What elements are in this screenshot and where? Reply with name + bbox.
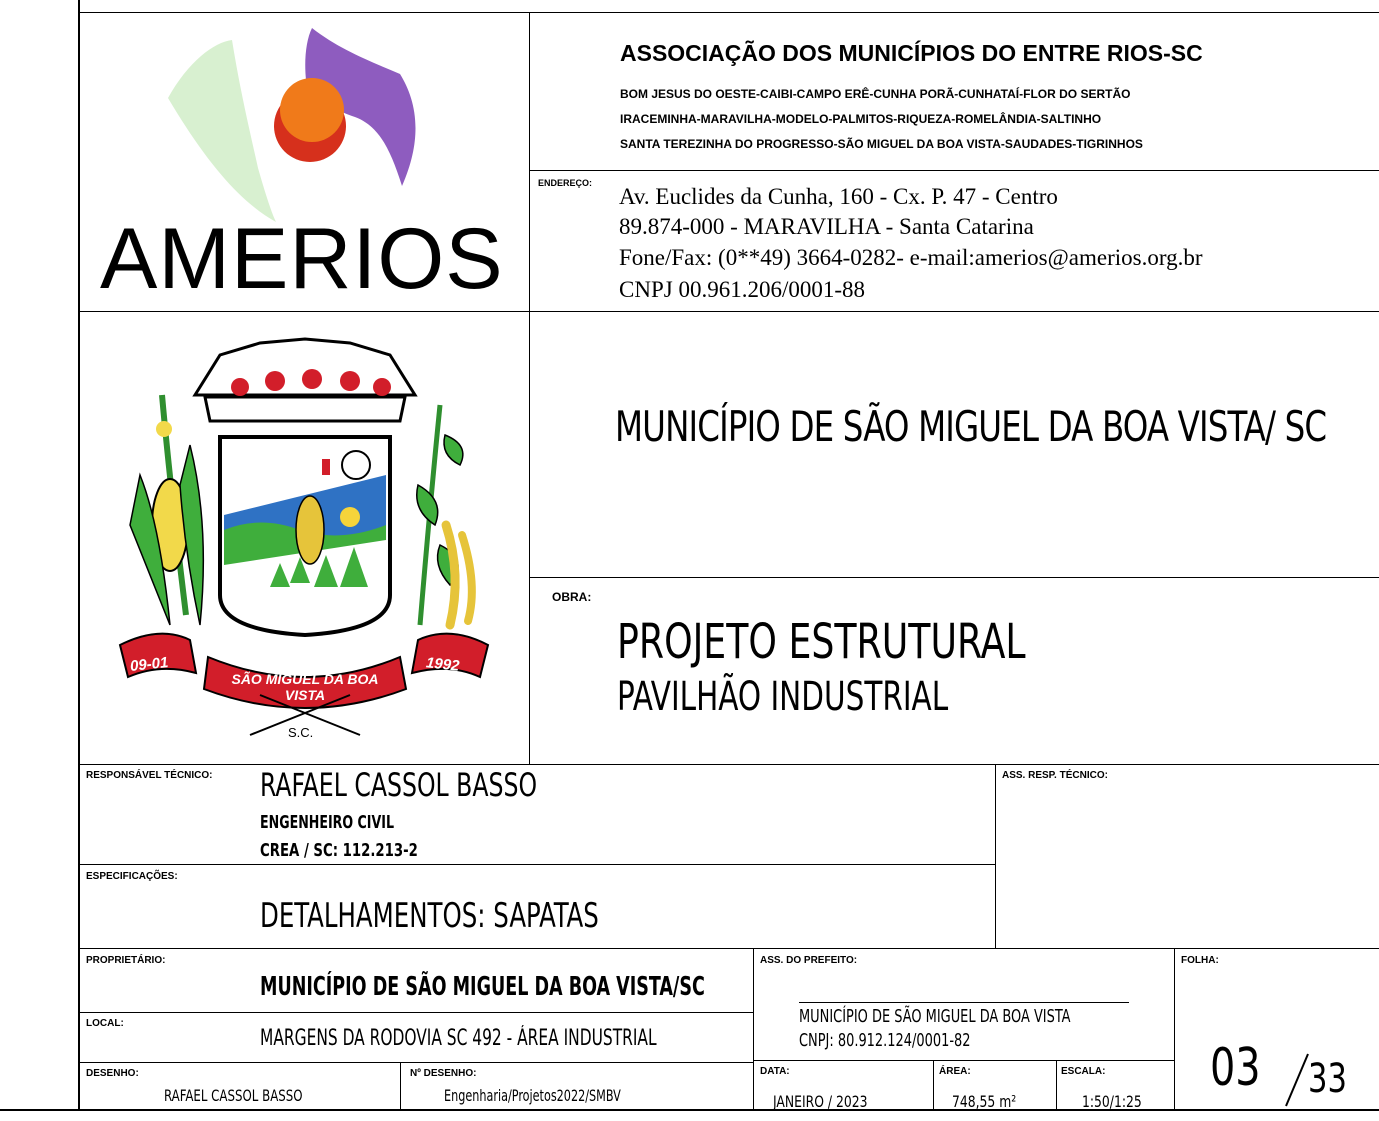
divider-v-escala — [1056, 1060, 1057, 1110]
divider-h-header — [78, 311, 1379, 312]
sheet-slash — [1282, 1050, 1312, 1114]
drawing-number-value: Engenharia/Projetos2022/SMBV — [444, 1086, 621, 1105]
divider-h-owner — [78, 948, 1379, 949]
sheet-label: FOLHA: — [1181, 955, 1219, 966]
members-line-3: SANTA TEREZINHA DO PROGRESSO-SÃO MIGUEL … — [620, 137, 1143, 151]
drawing-value: RAFAEL CASSOL BASSO — [164, 1086, 303, 1105]
address-line-3: Fone/Fax: (0**49) 3664-0282- e-mail:amer… — [619, 245, 1203, 270]
scale-label: ESCALA: — [1061, 1066, 1106, 1077]
address-line-2: 89.874-000 - MARAVILHA - Santa Catarina — [619, 214, 1034, 239]
location-label: LOCAL: — [86, 1018, 124, 1029]
divider-v-folha — [1174, 948, 1175, 1110]
date-label: DATA: — [760, 1066, 790, 1077]
owner-label: PROPRIETÁRIO: — [86, 955, 166, 966]
divider-v-top — [529, 12, 530, 764]
coat-of-arms-graphic — [118, 337, 490, 736]
drawing-label: DESENHO: — [86, 1068, 139, 1079]
responsible-crea: CREA / SC: 112.213-2 — [260, 840, 418, 861]
divider-h-spec — [78, 864, 995, 865]
area-label: ÁREA: — [939, 1066, 971, 1077]
address-line-4: CNPJ 00.961.206/0001-88 — [619, 277, 865, 302]
amerios-logo-text: AMERIOS — [100, 211, 504, 307]
frame-bottom-line — [0, 1109, 1379, 1111]
owner-value: MUNICÍPIO DE SÃO MIGUEL DA BOA VISTA/SC — [260, 972, 705, 1002]
responsible-profession: ENGENHEIRO CIVIL — [260, 812, 395, 833]
mayor-signature-line-2: CNPJ: 80.912.124/0001-82 — [799, 1030, 971, 1051]
responsible-label: RESPONSÁVEL TÉCNICO: — [86, 770, 213, 781]
project-subtitle: PAVILHÃO INDUSTRIAL — [617, 674, 949, 720]
divider-h-local — [78, 1012, 753, 1013]
sheet-total: 33 — [1308, 1056, 1347, 1102]
obra-label: OBRA: — [552, 590, 592, 604]
mayor-signature-label: ASS. DO PREFEITO: — [760, 955, 858, 966]
municipality-title: MUNICÍPIO DE SÃO MIGUEL DA BOA VISTA/ SC — [615, 402, 1327, 451]
scale-value: 1:50/1:25 — [1082, 1092, 1142, 1111]
specifications-label: ESPECIFICAÇÕES: — [86, 871, 178, 882]
coat-ribbon-center: SÃO MIGUEL DA BOA VISTA — [231, 671, 379, 703]
signature-resp-label: ASS. RESP. TÉCNICO: — [1002, 770, 1108, 781]
coat-of-arms: 09-01 SÃO MIGUEL DA BOA VISTA 1992 S.C. — [100, 325, 510, 745]
responsible-name: RAFAEL CASSOL BASSO — [260, 766, 538, 804]
address-line-1: Av. Euclides da Cunha, 160 - Cx. P. 47 -… — [619, 184, 1058, 209]
divider-v-prefeito — [753, 948, 754, 1110]
specifications-value: DETALHAMENTOS: SAPATAS — [260, 896, 599, 936]
sheet-number: 03 — [1210, 1038, 1261, 1098]
drawing-number-label: Nº DESENHO: — [410, 1068, 477, 1079]
divider-h-data — [753, 1060, 1174, 1061]
members-line-1: BOM JESUS DO OESTE-CAIBI-CAMPO ERÊ-CUNHA… — [620, 87, 1131, 101]
address-label: ENDEREÇO: — [538, 178, 593, 188]
project-title: PROJETO ESTRUTURAL — [617, 614, 1026, 670]
divider-h-address — [529, 170, 1379, 171]
amerios-logo: AMERIOS — [90, 20, 520, 304]
top-border — [78, 12, 1379, 13]
mayor-signature-line-1: MUNICÍPIO DE SÃO MIGUEL DA BOA VISTA — [799, 1006, 1071, 1027]
frame-left-line — [78, 0, 80, 1110]
divider-h-responsible — [78, 764, 1379, 765]
divider-h-desenho — [78, 1062, 753, 1063]
divider-h-obra — [529, 577, 1379, 578]
date-value: JANEIRO / 2023 — [773, 1092, 868, 1111]
area-value: 748,55 m² — [952, 1092, 1017, 1111]
divider-v-area — [933, 1060, 934, 1110]
location-value: MARGENS DA RODOVIA SC 492 - ÁREA INDUSTR… — [260, 1026, 657, 1051]
coat-ribbon-right: 1992 — [425, 654, 461, 675]
divider-v-ass-resp — [995, 764, 996, 948]
coat-state-label: S.C. — [288, 725, 314, 740]
divider-v-ndesenho — [400, 1062, 401, 1110]
mayor-signature-line — [799, 1002, 1129, 1003]
amerios-logo-graphic — [168, 28, 416, 222]
members-line-2: IRACEMINHA-MARAVILHA-MODELO-PALMITOS-RIQ… — [620, 112, 1102, 126]
association-name: ASSOCIAÇÃO DOS MUNICÍPIOS DO ENTRE RIOS-… — [620, 40, 1203, 66]
sheet-slash-icon — [1285, 1053, 1309, 1107]
